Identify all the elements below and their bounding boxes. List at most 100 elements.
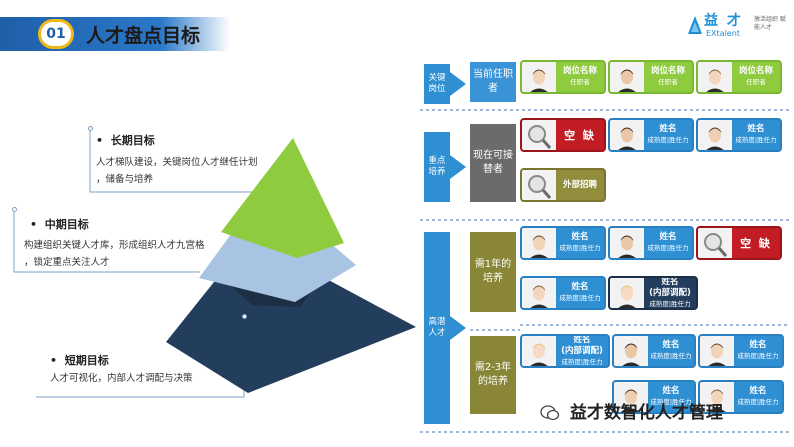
card-label: (内部调配) xyxy=(561,345,603,356)
successor-card: 姓名成熟度|胜任力 xyxy=(612,334,696,368)
card-photo xyxy=(700,336,734,366)
incumbent-card: 岗位名称任职者 xyxy=(696,60,782,94)
card-text: 姓名成熟度|胜任力 xyxy=(732,120,780,150)
person-photo-icon xyxy=(702,384,732,412)
card-label: 成熟度|胜任力 xyxy=(647,136,689,144)
logo-name-zh: 益 才 xyxy=(704,13,743,29)
person-photo-icon xyxy=(612,230,642,258)
section-number: 01 xyxy=(46,26,66,42)
person-photo-icon xyxy=(612,122,642,150)
mid-goal-desc: 构建组织关键人才库，形成组织人才九宫格，锁定重点关注人才 xyxy=(24,240,205,268)
card-label: 岗位名称 xyxy=(650,66,685,76)
card-label: 任职者 xyxy=(570,78,590,86)
card-text: 姓名(内部调配)成熟度|胜任力 xyxy=(556,336,608,366)
card-label: 姓名 xyxy=(573,334,591,345)
vacancy-card: 空 缺 xyxy=(520,118,606,152)
card-label: 成熟度|胜任力 xyxy=(737,398,779,406)
card-label: 姓名 xyxy=(571,232,589,242)
card-text: 外部招聘 xyxy=(556,170,604,200)
person-photo-icon xyxy=(612,64,642,92)
person-photo-icon xyxy=(524,280,554,308)
card-text: 姓名成熟度|胜任力 xyxy=(734,336,782,366)
magnifier-icon xyxy=(524,172,554,200)
card-label: 姓名 xyxy=(749,386,767,396)
card-label: 成熟度|胜任力 xyxy=(561,357,603,366)
successor-card: 姓名成熟度|胜任力 xyxy=(612,380,696,414)
card-text: 姓名成熟度|胜任力 xyxy=(556,228,604,258)
card-label: 外部招聘 xyxy=(562,179,597,190)
card-label: 姓名 xyxy=(659,232,677,242)
watermark: 益才数智化人才管理 xyxy=(540,398,723,423)
successor-card: 姓名成熟度|胜任力 xyxy=(608,118,694,152)
successor-card: 姓名成熟度|胜任力 xyxy=(608,226,694,260)
card-text: 姓名成熟度|胜任力 xyxy=(648,382,694,412)
row-current: 当前任职者 xyxy=(470,62,516,102)
mid-goal-dot xyxy=(12,207,17,212)
card-label: 成熟度|胜任力 xyxy=(650,352,692,360)
person-photo-icon xyxy=(524,338,554,366)
card-label: 姓名 xyxy=(571,282,589,292)
person-photo-icon xyxy=(700,122,730,150)
short-goal-desc: 人才可视化，内部人才调配与决策 xyxy=(50,373,193,384)
card-label: 岗位名称 xyxy=(738,66,773,76)
logo-name-en: EXtalent xyxy=(706,29,740,38)
card-label: 姓名 xyxy=(747,124,765,134)
card-text: 姓名成熟度|胜任力 xyxy=(556,278,604,308)
card-photo xyxy=(614,336,648,366)
card-label: 姓名 xyxy=(661,276,679,287)
successor-card: 姓名成熟度|胜任力 xyxy=(520,276,606,310)
row-ready: 现在可接替者 xyxy=(470,124,516,202)
card-label: 成熟度|胜任力 xyxy=(650,398,692,406)
card-label: 岗位名称 xyxy=(562,66,597,76)
section-number-badge: 01 xyxy=(38,19,74,49)
card-label: 任职者 xyxy=(658,78,678,86)
logo-mark-icon xyxy=(688,16,702,34)
pyramid-layer-short xyxy=(166,277,416,393)
card-label: 姓名 xyxy=(662,340,680,350)
card-label: 成熟度|胜任力 xyxy=(559,244,601,252)
mid-goal-title: • 中期目标 xyxy=(30,218,89,231)
logo-slogan: 激活组织 赋能人才 xyxy=(754,16,786,31)
card-text: 姓名成熟度|胜任力 xyxy=(648,336,694,366)
card-photo xyxy=(610,62,644,92)
short-goal-title: • 短期目标 xyxy=(50,354,109,367)
person-photo-icon xyxy=(616,338,646,366)
page-title: 人才盘点目标 xyxy=(86,25,201,47)
person-photo-icon xyxy=(700,64,730,92)
vacancy-card: 空 缺 xyxy=(696,226,782,260)
card-photo xyxy=(522,228,556,258)
long-goal-title: • 长期目标 xyxy=(96,134,155,147)
magnifier-icon xyxy=(700,230,730,258)
internal-transfer-card: 姓名(内部调配)成熟度|胜任力 xyxy=(520,334,610,368)
card-label: 成熟度|胜任力 xyxy=(735,136,777,144)
long-goal-dot xyxy=(88,126,93,131)
card-photo xyxy=(610,120,644,150)
card-photo xyxy=(610,278,644,308)
pyramid-layer-long xyxy=(221,138,344,258)
card-label: 姓名 xyxy=(662,386,680,396)
card-label: (内部调配) xyxy=(649,287,691,298)
successor-card: 姓名成熟度|胜任力 xyxy=(698,380,784,414)
long-goal-desc: 人才梯队建设，关键岗位人才继任计划，储备与培养 xyxy=(96,157,258,185)
successor-card: 姓名成熟度|胜任力 xyxy=(696,118,782,152)
person-photo-icon xyxy=(616,384,646,412)
card-photo xyxy=(522,170,556,200)
card-label: 空 缺 xyxy=(564,128,596,142)
side-label-potential: 高潜人才 xyxy=(424,232,472,424)
card-label: 成熟度|胜任力 xyxy=(647,244,689,252)
side-label-key: 关键岗位 xyxy=(424,64,472,104)
card-label: 任职者 xyxy=(746,78,766,86)
card-text: 姓名成熟度|胜任力 xyxy=(644,228,692,258)
row-two-three: 需2-3年的培养 xyxy=(470,336,516,414)
card-label: 成熟度|胜任力 xyxy=(649,299,691,308)
card-photo xyxy=(698,62,732,92)
card-text: 姓名(内部调配)成熟度|胜任力 xyxy=(644,278,696,308)
wechat-icon xyxy=(540,405,560,421)
side-label-focus: 重点培养 xyxy=(424,132,472,202)
card-photo xyxy=(522,336,556,366)
card-photo xyxy=(522,62,556,92)
successor-card: 姓名成熟度|胜任力 xyxy=(698,334,784,368)
person-photo-icon xyxy=(702,338,732,366)
